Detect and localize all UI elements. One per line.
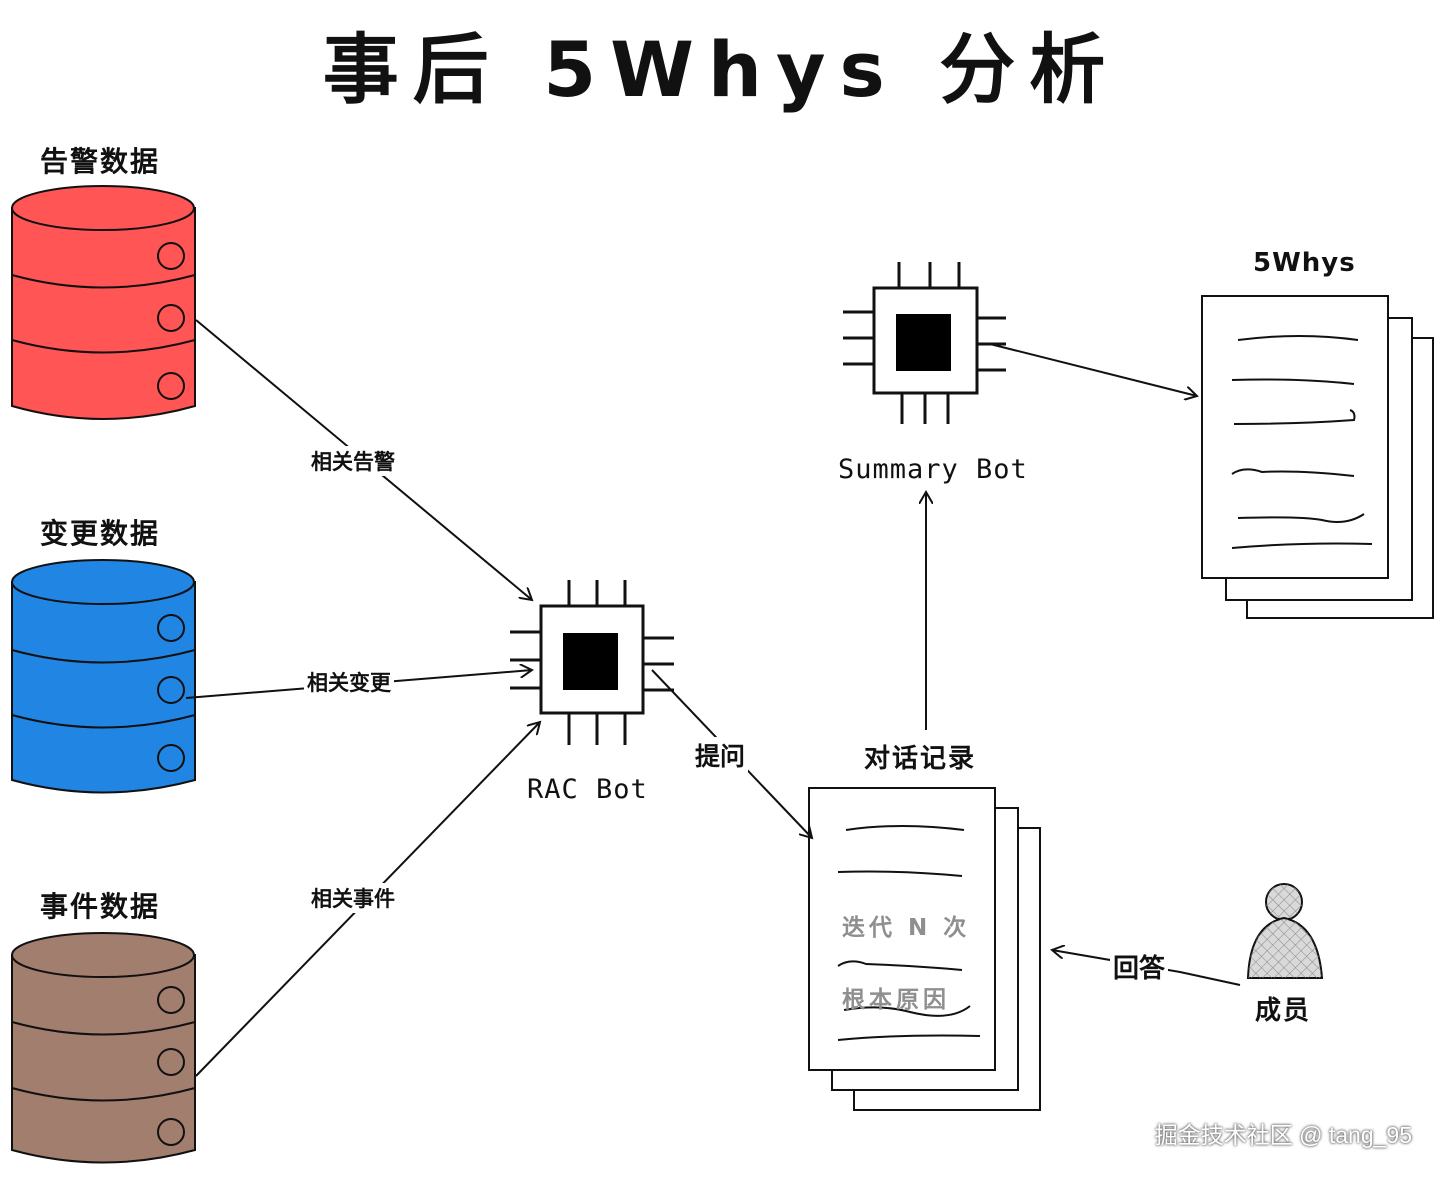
db-indicator bbox=[157, 1048, 185, 1076]
conversation-title: 对话记录 bbox=[864, 744, 977, 774]
summary-bot-chip-icon bbox=[843, 262, 1006, 424]
db-indicator bbox=[157, 304, 185, 332]
db-indicator bbox=[157, 372, 185, 400]
db-top bbox=[11, 559, 195, 605]
page-title: 事后 5Whys 分析 bbox=[322, 25, 1120, 114]
db-indicator bbox=[157, 1118, 185, 1146]
db-indicator bbox=[157, 986, 185, 1014]
db-body bbox=[11, 581, 196, 794]
db-indicator bbox=[157, 614, 185, 642]
watermark: 掘金技术社区 @ tang_95 bbox=[1154, 1122, 1412, 1148]
db-indicator bbox=[157, 676, 185, 704]
edge-label-related-alerts: 相关告警 bbox=[308, 446, 398, 476]
summary-bot-label: Summary Bot bbox=[838, 454, 1028, 485]
db-indicator bbox=[157, 744, 185, 772]
db-indicator bbox=[157, 242, 185, 270]
whys-title: 5Whys bbox=[1253, 248, 1356, 278]
db-body bbox=[11, 207, 196, 420]
person-icon bbox=[1246, 883, 1324, 979]
whys-document-stack bbox=[1201, 295, 1434, 619]
db-label-alerts: 告警数据 bbox=[40, 145, 161, 178]
edge-label-related-events: 相关事件 bbox=[308, 883, 398, 913]
rac-bot-chip-icon bbox=[510, 580, 674, 745]
chip-core bbox=[896, 314, 951, 371]
database-changes bbox=[11, 559, 196, 794]
edge-label-related-changes: 相关变更 bbox=[304, 667, 394, 697]
edge-label-answer: 回答 bbox=[1110, 948, 1169, 985]
member-label: 成员 bbox=[1255, 996, 1312, 1026]
arrow-member-to-conversation bbox=[1052, 950, 1241, 986]
db-top bbox=[11, 185, 195, 231]
db-label-events: 事件数据 bbox=[40, 890, 161, 923]
note-iterate: 迭代 N 次 bbox=[842, 915, 971, 941]
database-alerts bbox=[11, 185, 196, 420]
chip-core bbox=[563, 633, 618, 690]
arrow-summary-to-whys bbox=[989, 343, 1197, 396]
rac-bot-label: RAC Bot bbox=[527, 774, 648, 805]
database-events bbox=[11, 932, 196, 1164]
db-label-changes: 变更数据 bbox=[40, 517, 161, 550]
edge-label-ask: 提问 bbox=[692, 737, 749, 773]
db-top bbox=[11, 932, 195, 978]
db-body bbox=[11, 954, 196, 1164]
note-root-cause: 根本原因 bbox=[842, 987, 950, 1013]
conversation-document-stack bbox=[808, 787, 1041, 1111]
